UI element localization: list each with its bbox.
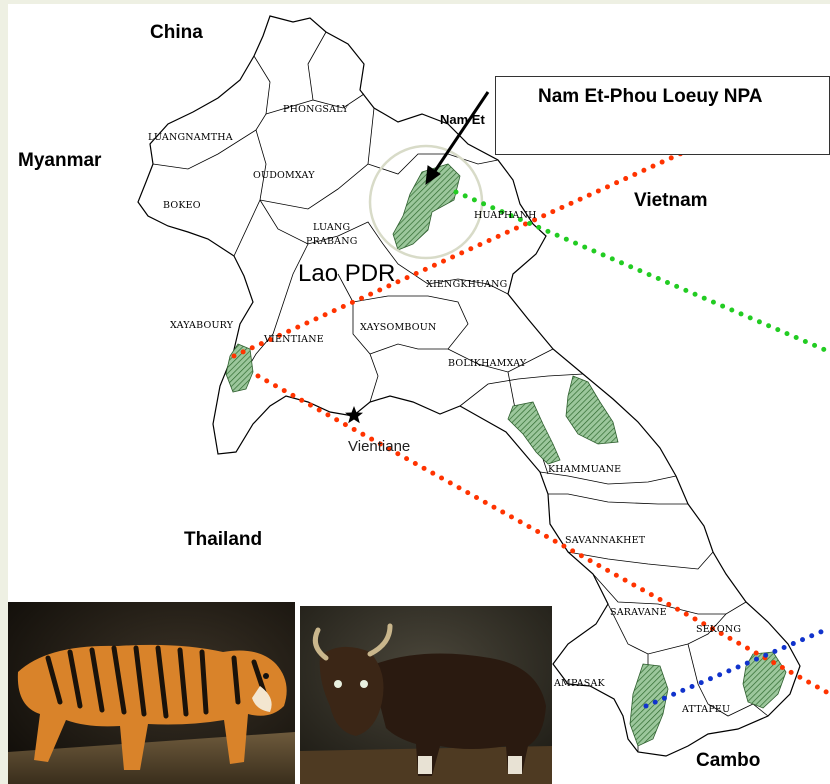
- country-label-cambodia: Cambo: [696, 750, 761, 771]
- country-label-china: China: [150, 22, 203, 43]
- country-label-laos: Lao PDR: [298, 260, 396, 287]
- country-label-myanmar: Myanmar: [18, 150, 102, 171]
- province-label-bokeo: BOKEO: [163, 200, 201, 211]
- dong-hua-sao-npa: [629, 663, 669, 747]
- province-label-savannakhet: SAVANNAKHET: [565, 535, 646, 546]
- country-label-vietnam: Vietnam: [634, 190, 708, 211]
- province-label-xaysomboun: XAYSOMBOUN: [360, 322, 437, 333]
- province-label-oudomxay: OUDOMXAY: [253, 170, 315, 181]
- province-label-bolikhamxay: BOLIKHAMXAY: [448, 358, 527, 369]
- central-npa-east: [565, 375, 619, 445]
- province-label-sekong: SEKONG: [696, 624, 742, 635]
- province-label-khammuane: KHAMMUANE: [548, 464, 622, 475]
- province-label-champasak: AMPASAK: [554, 678, 605, 689]
- pointer-arrow: [425, 91, 490, 186]
- capital-label: Vientiane: [348, 438, 411, 455]
- province-label-xayaboury: XAYABOURY: [170, 320, 234, 331]
- province-label-luangnamtha: LUANGNAMTHA: [148, 132, 233, 143]
- npa-callout-box: Nam Et-Phou Loeuy NPA: [495, 76, 830, 155]
- sekong-npa: [742, 651, 787, 709]
- laos-map: [137, 15, 830, 757]
- province-boundaries: [152, 31, 769, 752]
- npa-callout-title: Nam Et-Phou Loeuy NPA: [538, 86, 763, 107]
- tiger-photo: [8, 602, 295, 784]
- blue-dotted-line: [643, 625, 830, 709]
- central-npa-west: [507, 401, 561, 465]
- province-label-vientiane: VIENTIANE: [264, 334, 324, 345]
- npa-map-label: Nam Et: [440, 112, 485, 127]
- province-label-huaphanh: HUAPHANH: [474, 210, 537, 221]
- province-label-luang: LUANG: [313, 222, 351, 233]
- province-label-attapeu: ATTAPEU: [682, 704, 731, 715]
- nam-et-phou-loeuy-npa: [392, 163, 461, 251]
- green-dotted-line: [453, 189, 830, 355]
- gaur-photo: [300, 606, 552, 784]
- laos-outline: [137, 15, 801, 757]
- star-icon: [345, 406, 363, 424]
- province-label-prabang: PRABANG: [306, 236, 358, 247]
- province-label-xiengkhuang: XIENGKHUANG: [426, 279, 508, 290]
- protected-areas: [225, 163, 787, 747]
- red-dotted-lines: [231, 83, 830, 697]
- province-label-saravane: SARAVANE: [610, 607, 667, 618]
- country-label-thailand: Thailand: [184, 529, 263, 550]
- province-label-phongsaly: PHONGSALY: [283, 104, 349, 115]
